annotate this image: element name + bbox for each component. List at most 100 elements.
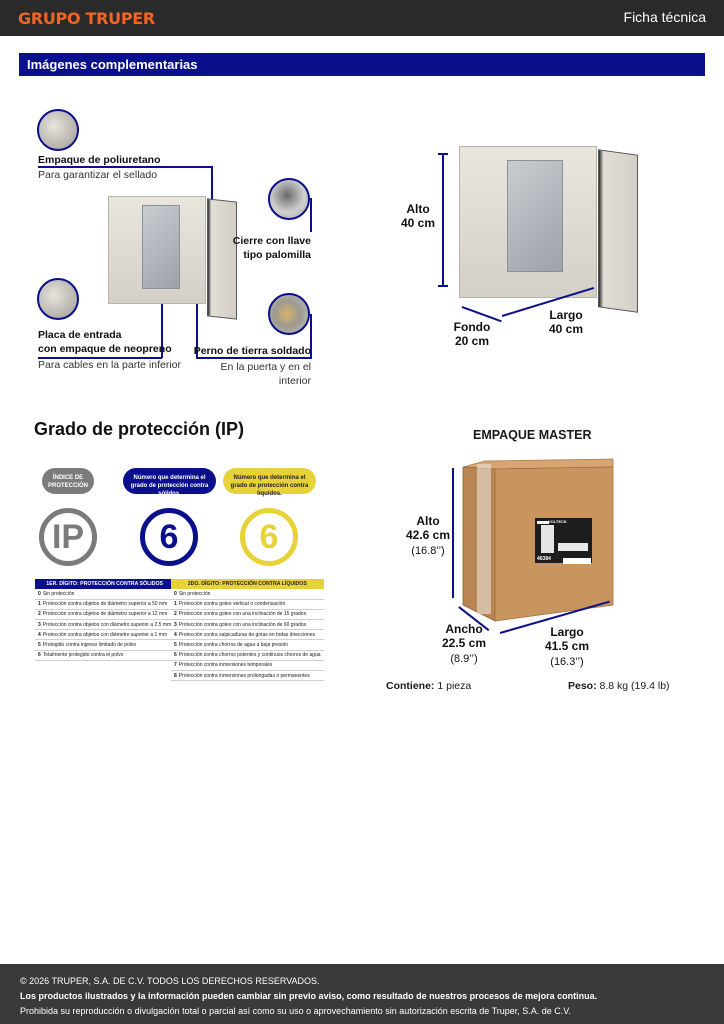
alto-dim-tick (438, 153, 448, 155)
connector-line (161, 290, 163, 358)
footer-notice: Los productos ilustrados y la informació… (20, 991, 598, 1001)
row-text: Protección contra inmersiones prolongada… (178, 672, 310, 679)
alto-dim-tick (438, 285, 448, 287)
row-digit: 4 (38, 631, 41, 638)
ground-bolt-zoom-image (268, 293, 310, 335)
row-text: Protección contra chorros de agua a baja… (178, 642, 289, 649)
doc-type-label: Ficha técnica (623, 9, 706, 25)
brand-logo: GRUPO TRUPER (18, 9, 155, 28)
row-text: Protección contra goteo vertical o conde… (178, 601, 286, 608)
row-digit: 3 (38, 621, 41, 628)
row-digit: 0 (174, 590, 177, 597)
footer: © 2026 TRUPER, S.A. DE C.V. TODOS LOS DE… (0, 964, 724, 1024)
footer-prohibited: Prohibida su reproducción o divulgación … (20, 1006, 571, 1016)
box-label-brand: VOLTECK (548, 519, 567, 524)
master-pack-title: EMPAQUE MASTER (473, 428, 592, 442)
row-digit: 2 (38, 611, 41, 618)
gasket-zoom-image (37, 109, 79, 151)
solids-table-header: 1ER. DÍGITO: PROTECCIÓN CONTRA SÓLIDOS (35, 579, 175, 589)
table-row: 5 Protegido contra ingreso limitado de po… (35, 639, 175, 651)
row-digit: 0 (38, 590, 41, 597)
master-ancho-label: Ancho 22.5 cm (8.9’’) (441, 622, 487, 665)
section-title: Imágenes complementarias (19, 53, 705, 76)
row-text: Sin protección (178, 590, 211, 597)
master-alto-dim-line (452, 468, 454, 598)
row-text: Protección contra chorros potentes y con… (178, 652, 321, 659)
liquids-table-header: 2DO. DÍGITO: PROTECCIÓN CONTRA LÍQUIDOS (171, 579, 324, 589)
pill-liquids: Número que determina el grado de protecc… (223, 468, 316, 497)
weight-info: Peso: 8.8 kg (19.4 lb) (568, 680, 670, 692)
cabinet-small-interior (142, 205, 180, 289)
ip-liquids-table: 2DO. DÍGITO: PROTECCIÓN CONTRA LÍQUIDOS … (171, 579, 324, 682)
master-box-image (462, 458, 614, 622)
lock-callout: Cierre con llave tipo palomilla (232, 235, 311, 261)
gasket-callout: Empaque de poliuretano Para garantizar e… (38, 154, 161, 181)
connector-line (211, 166, 213, 206)
connector-line (310, 198, 312, 232)
row-digit: 6 (38, 652, 41, 659)
largo-label: Largo 40 cm (548, 308, 584, 336)
row-text: Protección contra objetos de diámetro su… (42, 611, 168, 618)
table-cell: 5 Protegido contra ingreso limitado de po… (35, 639, 175, 651)
ip-title: Grado de protección (IP) (34, 419, 245, 439)
row-digit: 4 (174, 631, 177, 638)
pill-solids: Número que determina el grado de protecc… (123, 468, 216, 497)
ring-second-digit: 6 (240, 508, 298, 566)
row-digit: 7 (174, 662, 177, 669)
entry-plate-callout: Placa de entrada con empaque de neopreno… (38, 329, 181, 371)
ip-solids-table: 1ER. DÍGITO: PROTECCIÓN CONTRA SÓLIDOS 0… (35, 579, 175, 661)
ring-first-digit: 6 (140, 508, 198, 566)
cabinet-large-door (598, 149, 638, 313)
row-digit: 6 (174, 652, 177, 659)
top-bar: GRUPO TRUPER Ficha técnica (0, 0, 724, 36)
row-digit: 1 (174, 601, 177, 608)
fondo-label: Fondo 20 cm (453, 320, 491, 348)
row-text: Protección contra objetos con diámetro s… (42, 621, 172, 628)
ground-bolt-callout: Perno de tierra soldado En la puerta y e… (193, 345, 311, 387)
contains-info: Contiene: 1 pieza (386, 680, 472, 692)
row-text: Protección contra inmersiones temporales (178, 662, 273, 669)
footer-copyright: © 2026 TRUPER, S.A. DE C.V. TODOS LOS DE… (20, 976, 320, 986)
row-text: Protección contra salpicaduras de gotas … (178, 631, 315, 638)
ring-ip: IP (39, 508, 97, 566)
connector-line (196, 357, 312, 359)
box-label-code: 46384 (537, 556, 551, 562)
row-text: Totalmente protegido contra el polvo (42, 652, 124, 659)
entry-plate-zoom-image (37, 278, 79, 320)
row-digit: 8 (174, 672, 177, 679)
connector-line (196, 290, 198, 358)
row-text: Protección contra goteo con una inclinac… (178, 621, 307, 628)
alto-dim-line (442, 153, 444, 286)
lock-zoom-image (268, 178, 310, 220)
connector-line (38, 357, 162, 359)
row-text: Protegido contra ingreso limitado de pol… (42, 642, 137, 649)
row-digit: 5 (174, 642, 177, 649)
pill-index: ÍNDICE DE PROTECCIÓN (42, 468, 94, 494)
master-largo-label: Largo 41.5 cm (16.3’’) (544, 625, 590, 668)
master-alto-label: Alto 42.6 cm (16.8’’) (405, 514, 451, 557)
